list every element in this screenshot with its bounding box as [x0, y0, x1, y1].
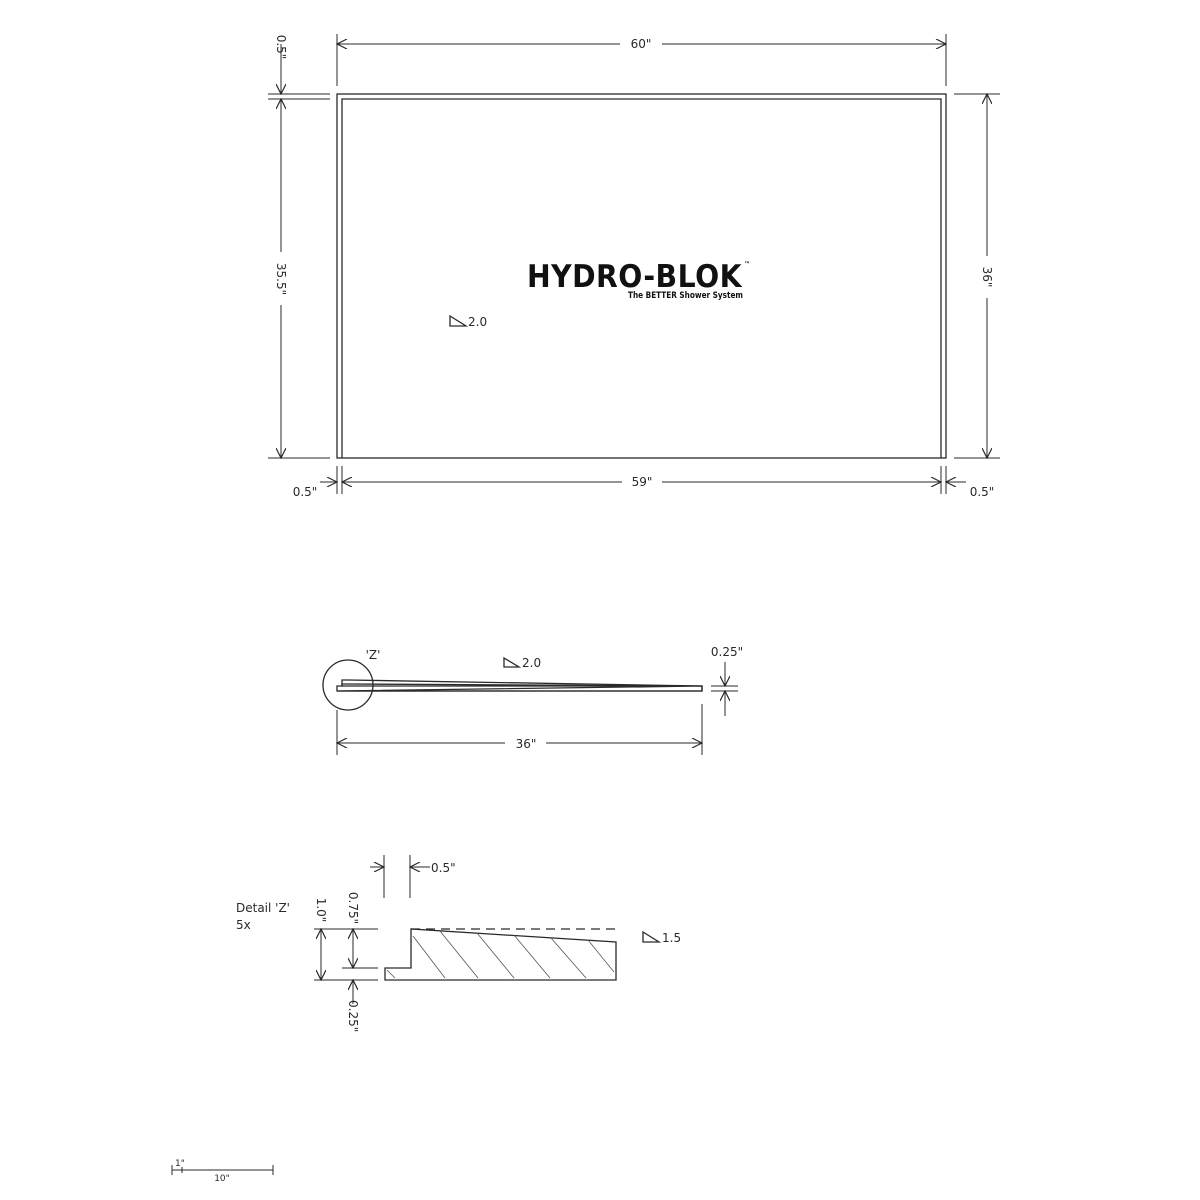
section-view: 'Z' 2.0 0.25" 36" [322, 645, 743, 755]
dim-total-height: 1.0" [314, 898, 328, 923]
dim-bottom-right-offset: 0.5" [970, 485, 995, 499]
section-slope-triangle-icon [503, 656, 522, 668]
detail-slope-triangle-icon [642, 930, 662, 943]
scale-small-label: 1" [175, 1159, 185, 1169]
section-slope-value: 2.0 [522, 656, 541, 670]
detail-title: Detail 'Z' [236, 901, 290, 915]
dim-section-length: 36" [516, 737, 537, 751]
detail-scale: 5x [236, 918, 251, 932]
detail-z-marker: 'Z' [366, 648, 381, 662]
pan-profile [336, 679, 703, 692]
slope-indicator: 2.0 [449, 314, 487, 329]
slope-triangle-icon [449, 314, 469, 327]
dim-bottom-width: 59" [632, 475, 653, 489]
scale-bar: 1" 10" [171, 1159, 274, 1184]
dim-right-height: 36" [980, 267, 994, 288]
plan-view: 60" 0.5" 35.5" 36" 59" 0.5" 0.5" [268, 34, 1000, 499]
panel-inner-edge [341, 98, 942, 458]
dim-lip-width: 0.5" [431, 861, 456, 875]
hatch-pattern [386, 930, 615, 979]
detail-slope-value: 1.5 [662, 931, 681, 945]
dim-top-left-offset: 0.5" [274, 35, 288, 60]
scale-large-label: 10" [214, 1174, 230, 1184]
dim-top-width: 60" [631, 37, 652, 51]
dim-left-height: 35.5" [274, 263, 288, 295]
dim-lower-height: 0.25" [346, 1000, 360, 1032]
logo-tagline: The BETTER Shower System [628, 291, 743, 301]
dim-upper-height: 0.75" [346, 892, 360, 924]
logo-wordmark: HYDRO-BLOK [527, 259, 742, 295]
detail-z-view: Detail 'Z' 5x 1.5 0.5" 1.0" [236, 855, 681, 1032]
brand-logo: HYDRO-BLOK ™ The BETTER Shower System [527, 259, 750, 301]
detail-z-circle [322, 659, 374, 711]
logo-trademark: ™ [744, 261, 750, 268]
dim-thickness: 0.25" [711, 645, 743, 659]
slope-value: 2.0 [468, 315, 487, 329]
panel-outline [336, 93, 947, 459]
dim-bottom-left-offset: 0.5" [293, 485, 318, 499]
